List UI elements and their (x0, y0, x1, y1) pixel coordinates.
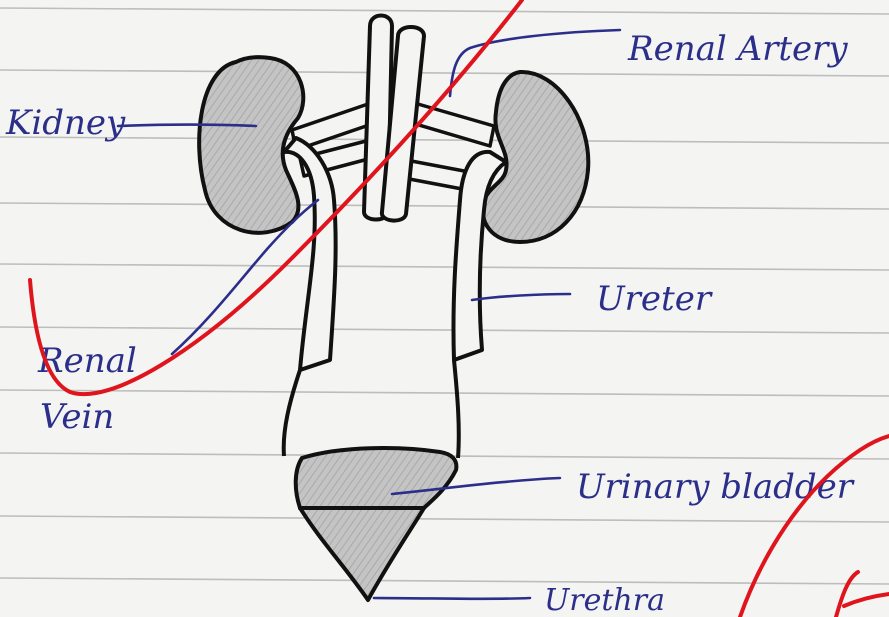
label-renal-artery: Renal Artery (627, 29, 848, 69)
label-urinary-bladder: Urinary bladder (576, 467, 855, 507)
label-kidney: Kidney (5, 103, 126, 143)
kidney-leader-line (118, 125, 256, 127)
label-ureter: Ureter (596, 279, 713, 319)
label-renal-vein-line2: Vein (40, 397, 114, 437)
urinary-bladder (296, 448, 457, 508)
urethra-leader-line (374, 598, 530, 599)
label-urethra: Urethra (544, 583, 665, 617)
